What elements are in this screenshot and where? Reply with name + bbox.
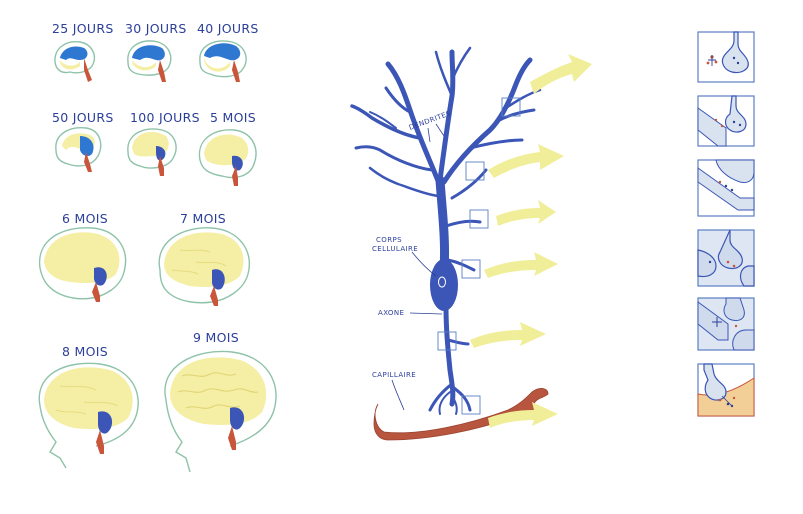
synapse-marker — [465, 161, 485, 181]
arrow-shape — [470, 322, 546, 348]
synapse-panels — [697, 31, 755, 417]
synapse-panel — [697, 95, 755, 147]
fetus-8-months — [38, 362, 139, 469]
signal-arrows — [470, 54, 592, 428]
leader-line — [427, 123, 445, 143]
fetus-100-days — [127, 128, 177, 176]
leader-line — [391, 379, 405, 411]
synapse-marker — [437, 331, 457, 351]
stage-label: 30 JOURS — [125, 21, 187, 36]
label-cell-body-line2: CELLULAIRE — [372, 245, 418, 253]
synapse-marker — [461, 395, 481, 415]
neuron-diagram: DENDRITES CORPS CELLULAIRE AXONE CAPILLA… — [350, 46, 592, 441]
fetus-9-months — [164, 350, 277, 473]
arrow-shape — [488, 144, 564, 178]
embryo-40-days — [199, 40, 247, 82]
stage-label: 5 MOIS — [210, 110, 256, 125]
stage-label: 6 MOIS — [62, 211, 108, 226]
fetus-6-months — [38, 227, 127, 302]
embryo-25-days — [54, 41, 96, 82]
synapse-panel — [697, 363, 755, 417]
arrow-shape — [488, 402, 558, 428]
embryo-30-days — [127, 40, 172, 82]
stage-label: 40 JOURS — [197, 21, 259, 36]
leader-line — [411, 251, 437, 277]
arrow-shape — [530, 54, 592, 94]
label-axon: AXONE — [378, 309, 404, 317]
synapse-marker — [461, 259, 481, 279]
synapse-panel — [697, 159, 755, 217]
fetus-5-months — [198, 129, 257, 186]
brain-development-panel: 25 JOURS 30 JOURS 40 JOURS 50 JOURS — [38, 21, 277, 473]
stage-label: 8 MOIS — [62, 344, 108, 359]
synapse-panel — [697, 31, 755, 83]
label-cell-body-line1: CORPS — [376, 236, 402, 244]
arrow-shape — [484, 252, 558, 278]
leader-line — [409, 312, 443, 315]
dendrite-tree — [350, 46, 542, 415]
nucleus — [438, 276, 446, 288]
synapse-panel — [697, 297, 755, 351]
stage-label: 100 JOURS — [130, 110, 200, 125]
stage-label: 9 MOIS — [193, 330, 239, 345]
fetus-7-months — [158, 227, 250, 306]
fetus-50-days — [55, 127, 102, 172]
label-capillary: CAPILLAIRE — [372, 371, 416, 379]
synapse-marker — [469, 209, 489, 229]
stage-label: 50 JOURS — [52, 110, 114, 125]
cell-body — [430, 259, 458, 311]
stage-label: 25 JOURS — [52, 21, 114, 36]
arrow-shape — [496, 200, 556, 226]
synapse-marker — [501, 97, 521, 117]
synapse-panel — [697, 229, 755, 287]
stage-label: 7 MOIS — [180, 211, 226, 226]
